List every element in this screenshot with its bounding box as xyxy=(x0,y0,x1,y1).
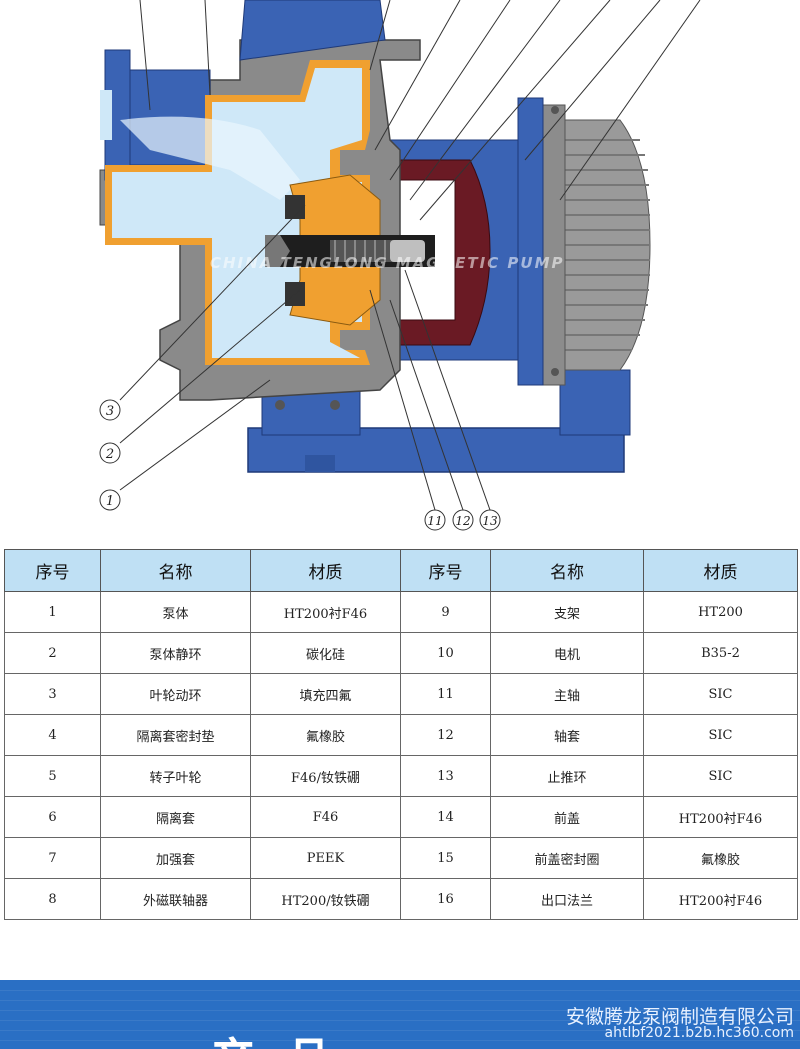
cell-no: 8 xyxy=(4,878,101,920)
pump-base xyxy=(247,369,631,473)
cell-material: SIC xyxy=(643,714,798,756)
header-name: 名称 xyxy=(100,549,251,592)
cell-name: 叶轮动环 xyxy=(100,673,251,715)
cell-name: 前盖密封圈 xyxy=(490,837,644,879)
parts-material-table: 序号 名称 材质 序号 名称 材质 1 泵体 HT200衬F46 9 支架 HT… xyxy=(4,549,798,920)
diagram-watermark: CHINA TENGLONG MAGNETIC PUMP xyxy=(210,254,565,272)
svg-text:12: 12 xyxy=(455,514,470,528)
table-row: 2 泵体静环 碳化硅 10 电机 B35-2 xyxy=(4,632,798,674)
cell-no: 4 xyxy=(4,714,101,756)
table-row: 6 隔离套 F46 14 前盖 HT200衬F46 xyxy=(4,796,798,838)
cell-name: 泵体静环 xyxy=(100,632,251,674)
cell-no: 2 xyxy=(4,632,101,674)
cell-material: 填充四氟 xyxy=(250,673,401,715)
table-row: 5 转子叶轮 F46/钕铁硼 13 止推环 SIC xyxy=(4,755,798,797)
cell-material: HT200 xyxy=(643,591,798,633)
cell-material: F46/钕铁硼 xyxy=(250,755,401,797)
website-url: ahtlbf2021.b2b.hc360.com xyxy=(604,1025,795,1041)
cell-name: 隔离套 xyxy=(100,796,251,838)
cell-name: 支架 xyxy=(490,591,644,633)
cell-no: 16 xyxy=(400,878,491,920)
cell-name: 转子叶轮 xyxy=(100,755,251,797)
bracket xyxy=(389,97,559,386)
cell-material: SIC xyxy=(643,755,798,797)
pump-cutaway-diagram: CHINA TENGLONG MAGNETIC PUMP 3 2 1 11 1 xyxy=(99,0,701,531)
cell-no: 7 xyxy=(4,837,101,879)
header-material: 材质 xyxy=(643,549,798,592)
svg-text:2: 2 xyxy=(105,447,114,462)
cell-material: B35-2 xyxy=(643,632,798,674)
cell-no: 12 xyxy=(400,714,491,756)
cell-material: HT200衬F46 xyxy=(643,796,798,838)
cell-material: HT200/钕铁硼 xyxy=(250,878,401,920)
svg-text:3: 3 xyxy=(106,404,114,419)
header-no: 序号 xyxy=(400,549,491,592)
cell-no: 9 xyxy=(400,591,491,633)
cell-material: SIC xyxy=(643,673,798,715)
cell-no: 14 xyxy=(400,796,491,838)
svg-text:13: 13 xyxy=(482,514,498,528)
cell-name: 止推环 xyxy=(490,755,644,797)
motor xyxy=(539,104,651,386)
callout-11: 11 xyxy=(424,509,446,531)
table-row: 1 泵体 HT200衬F46 9 支架 HT200 xyxy=(4,591,798,633)
main-shaft xyxy=(265,235,435,267)
cell-material: PEEK xyxy=(250,837,401,879)
outlet-nozzle xyxy=(239,0,386,61)
cell-name: 外磁联轴器 xyxy=(100,878,251,920)
cell-no: 15 xyxy=(400,837,491,879)
table-header-row: 序号 名称 材质 序号 名称 材质 xyxy=(4,549,798,592)
table-row: 4 隔离套密封垫 氟橡胶 12 轴套 SIC xyxy=(4,714,798,756)
header-material: 材质 xyxy=(250,549,401,592)
cell-name: 隔离套密封垫 xyxy=(100,714,251,756)
callout-leaders xyxy=(119,0,701,511)
cell-name: 前盖 xyxy=(490,796,644,838)
cell-name: 轴套 xyxy=(490,714,644,756)
cell-material: 氟橡胶 xyxy=(250,714,401,756)
cell-no: 1 xyxy=(4,591,101,633)
callout-2: 2 xyxy=(99,442,121,464)
cell-no: 6 xyxy=(4,796,101,838)
cell-material: HT200衬F46 xyxy=(250,591,401,633)
callout-12: 12 xyxy=(452,509,474,531)
callout-3: 3 xyxy=(99,399,121,421)
table-row: 3 叶轮动环 填充四氟 11 主轴 SIC xyxy=(4,673,798,715)
section-heading-partial: 产品 xyxy=(210,1024,362,1049)
cell-material: 碳化硅 xyxy=(250,632,401,674)
table-row: 7 加强套 PEEK 15 前盖密封圈 氟橡胶 xyxy=(4,837,798,879)
cell-name: 出口法兰 xyxy=(490,878,644,920)
cell-material: HT200衬F46 xyxy=(643,878,798,920)
cell-no: 3 xyxy=(4,673,101,715)
svg-text:11: 11 xyxy=(427,514,442,528)
cell-name: 泵体 xyxy=(100,591,251,633)
table-row: 8 外磁联轴器 HT200/钕铁硼 16 出口法兰 HT200衬F46 xyxy=(4,878,798,920)
cell-name: 电机 xyxy=(490,632,644,674)
cell-no: 13 xyxy=(400,755,491,797)
cell-material: 氟橡胶 xyxy=(643,837,798,879)
callout-13: 13 xyxy=(479,509,501,531)
header-name: 名称 xyxy=(490,549,644,592)
cell-no: 11 xyxy=(400,673,491,715)
cell-no: 5 xyxy=(4,755,101,797)
cell-material: F46 xyxy=(250,796,401,838)
svg-text:1: 1 xyxy=(106,494,114,509)
callout-1: 1 xyxy=(99,489,121,511)
company-name: 安徽腾龙泵阀制造有限公司 xyxy=(565,1006,794,1028)
header-no: 序号 xyxy=(4,549,101,592)
cell-name: 主轴 xyxy=(490,673,644,715)
cell-name: 加强套 xyxy=(100,837,251,879)
cell-no: 10 xyxy=(400,632,491,674)
bottom-banner: 产品 安徽腾龙泵阀制造有限公司 ahtlbf2021.b2b.hc360.com xyxy=(0,980,800,1049)
